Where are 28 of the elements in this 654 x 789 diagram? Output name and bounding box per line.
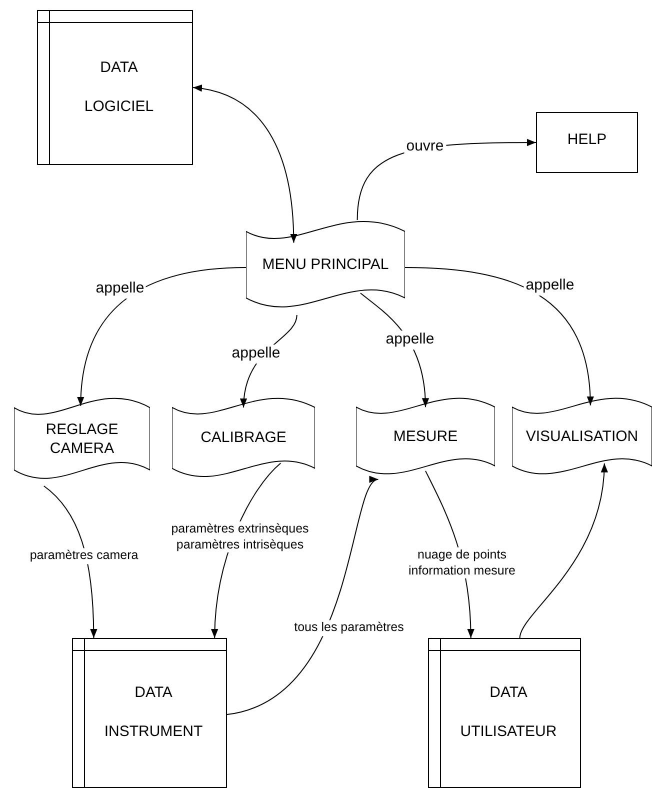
edge-label: tous les paramètres: [292, 620, 406, 636]
node-text: REGLAGE CAMERA: [44, 420, 120, 458]
node-text: INSTRUMENT: [104, 723, 203, 742]
edge-label: appelle: [94, 280, 146, 298]
data-store: [428, 638, 581, 788]
arrow: [192, 85, 298, 244]
data-store: [72, 638, 227, 788]
process-box: [536, 112, 638, 173]
arrow: [519, 462, 608, 638]
node-text: CALIBRAGE: [200, 429, 286, 448]
node-text: UTILISATEUR: [460, 723, 557, 742]
arrow: [43, 486, 98, 638]
node-text: VISUALISATION: [526, 428, 638, 446]
arrow: [226, 478, 379, 715]
edge-label: appelle: [384, 330, 436, 350]
node-text: HELP: [567, 131, 607, 150]
node-text: LOGICIEL: [84, 98, 154, 116]
arrow: [78, 267, 246, 406]
node-text: DATA: [100, 58, 138, 78]
edge-label: appelle: [230, 344, 282, 364]
node-text: DATA: [134, 684, 172, 703]
arrow: [404, 267, 594, 406]
data-store: [37, 10, 193, 165]
edge-label: appelle: [524, 276, 576, 296]
node-text: DATA: [490, 684, 528, 703]
node-text: MESURE: [393, 428, 458, 446]
edge-label: paramètres camera: [28, 548, 140, 564]
node-text: MENU PRINCIPAL: [262, 256, 389, 275]
